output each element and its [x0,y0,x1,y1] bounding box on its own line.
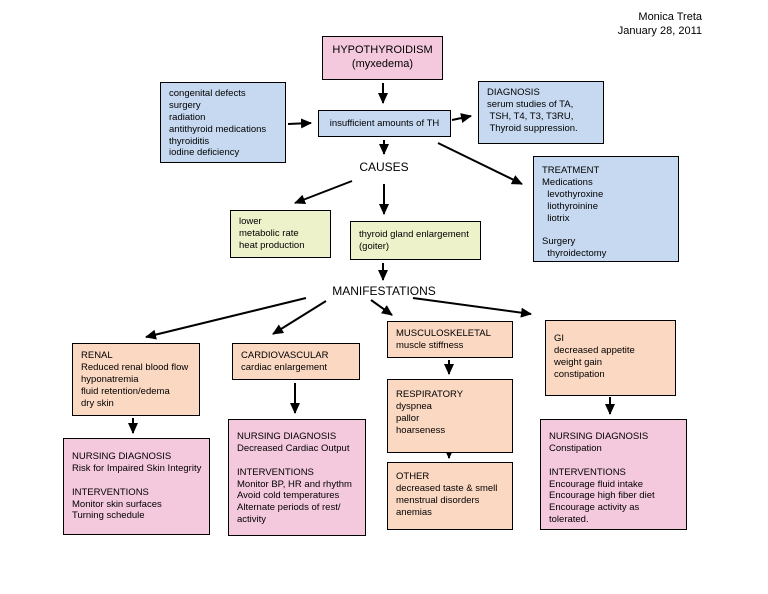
node-cardiovascular: CARDIOVASCULAR cardiac enlargement [232,343,360,380]
author-name: Monica Treta [638,11,702,23]
manifestations-label: MANIFESTATIONS [332,284,436,298]
node-etiology: congenital defects surgery radiation ant… [160,82,286,163]
node-gi: GI decreased appetite weight gain consti… [545,320,676,396]
node-nursing-diagnosis-cardiac: NURSING DIAGNOSIS Decreased Cardiac Outp… [228,419,366,536]
node-other: OTHER decreased taste & smell menstrual … [387,462,513,530]
node-nursing-diagnosis-gi: NURSING DIAGNOSIS Constipation INTERVENT… [540,419,687,530]
document-header: Monica Treta January 28, 2011 [618,10,702,39]
node-metabolic: lower metabolic rate heat production [230,210,331,258]
node-diagnosis: DIAGNOSIS serum studies of TA, TSH, T4, … [478,81,604,144]
node-respiratory: RESPIRATORY dyspnea pallor hoarseness [387,379,513,453]
node-nursing-diagnosis-renal: NURSING DIAGNOSIS Risk for Impaired Skin… [63,438,210,535]
document-date: January 28, 2011 [617,25,702,38]
node-treatment: TREATMENT Medications levothyroxine liot… [533,156,679,262]
node-hypothyroidism: HYPOTHYROIDISM (myxedema) [322,36,443,80]
node-renal: RENAL Reduced renal blood flow hyponatre… [72,343,200,416]
node-musculoskeletal: MUSCULOSKELETAL muscle stiffness [387,321,513,358]
causes-label: CAUSES [359,160,409,174]
node-insufficient-th: insufficient amounts of TH [318,110,451,137]
node-goiter: thyroid gland enlargement (goiter) [350,221,481,260]
